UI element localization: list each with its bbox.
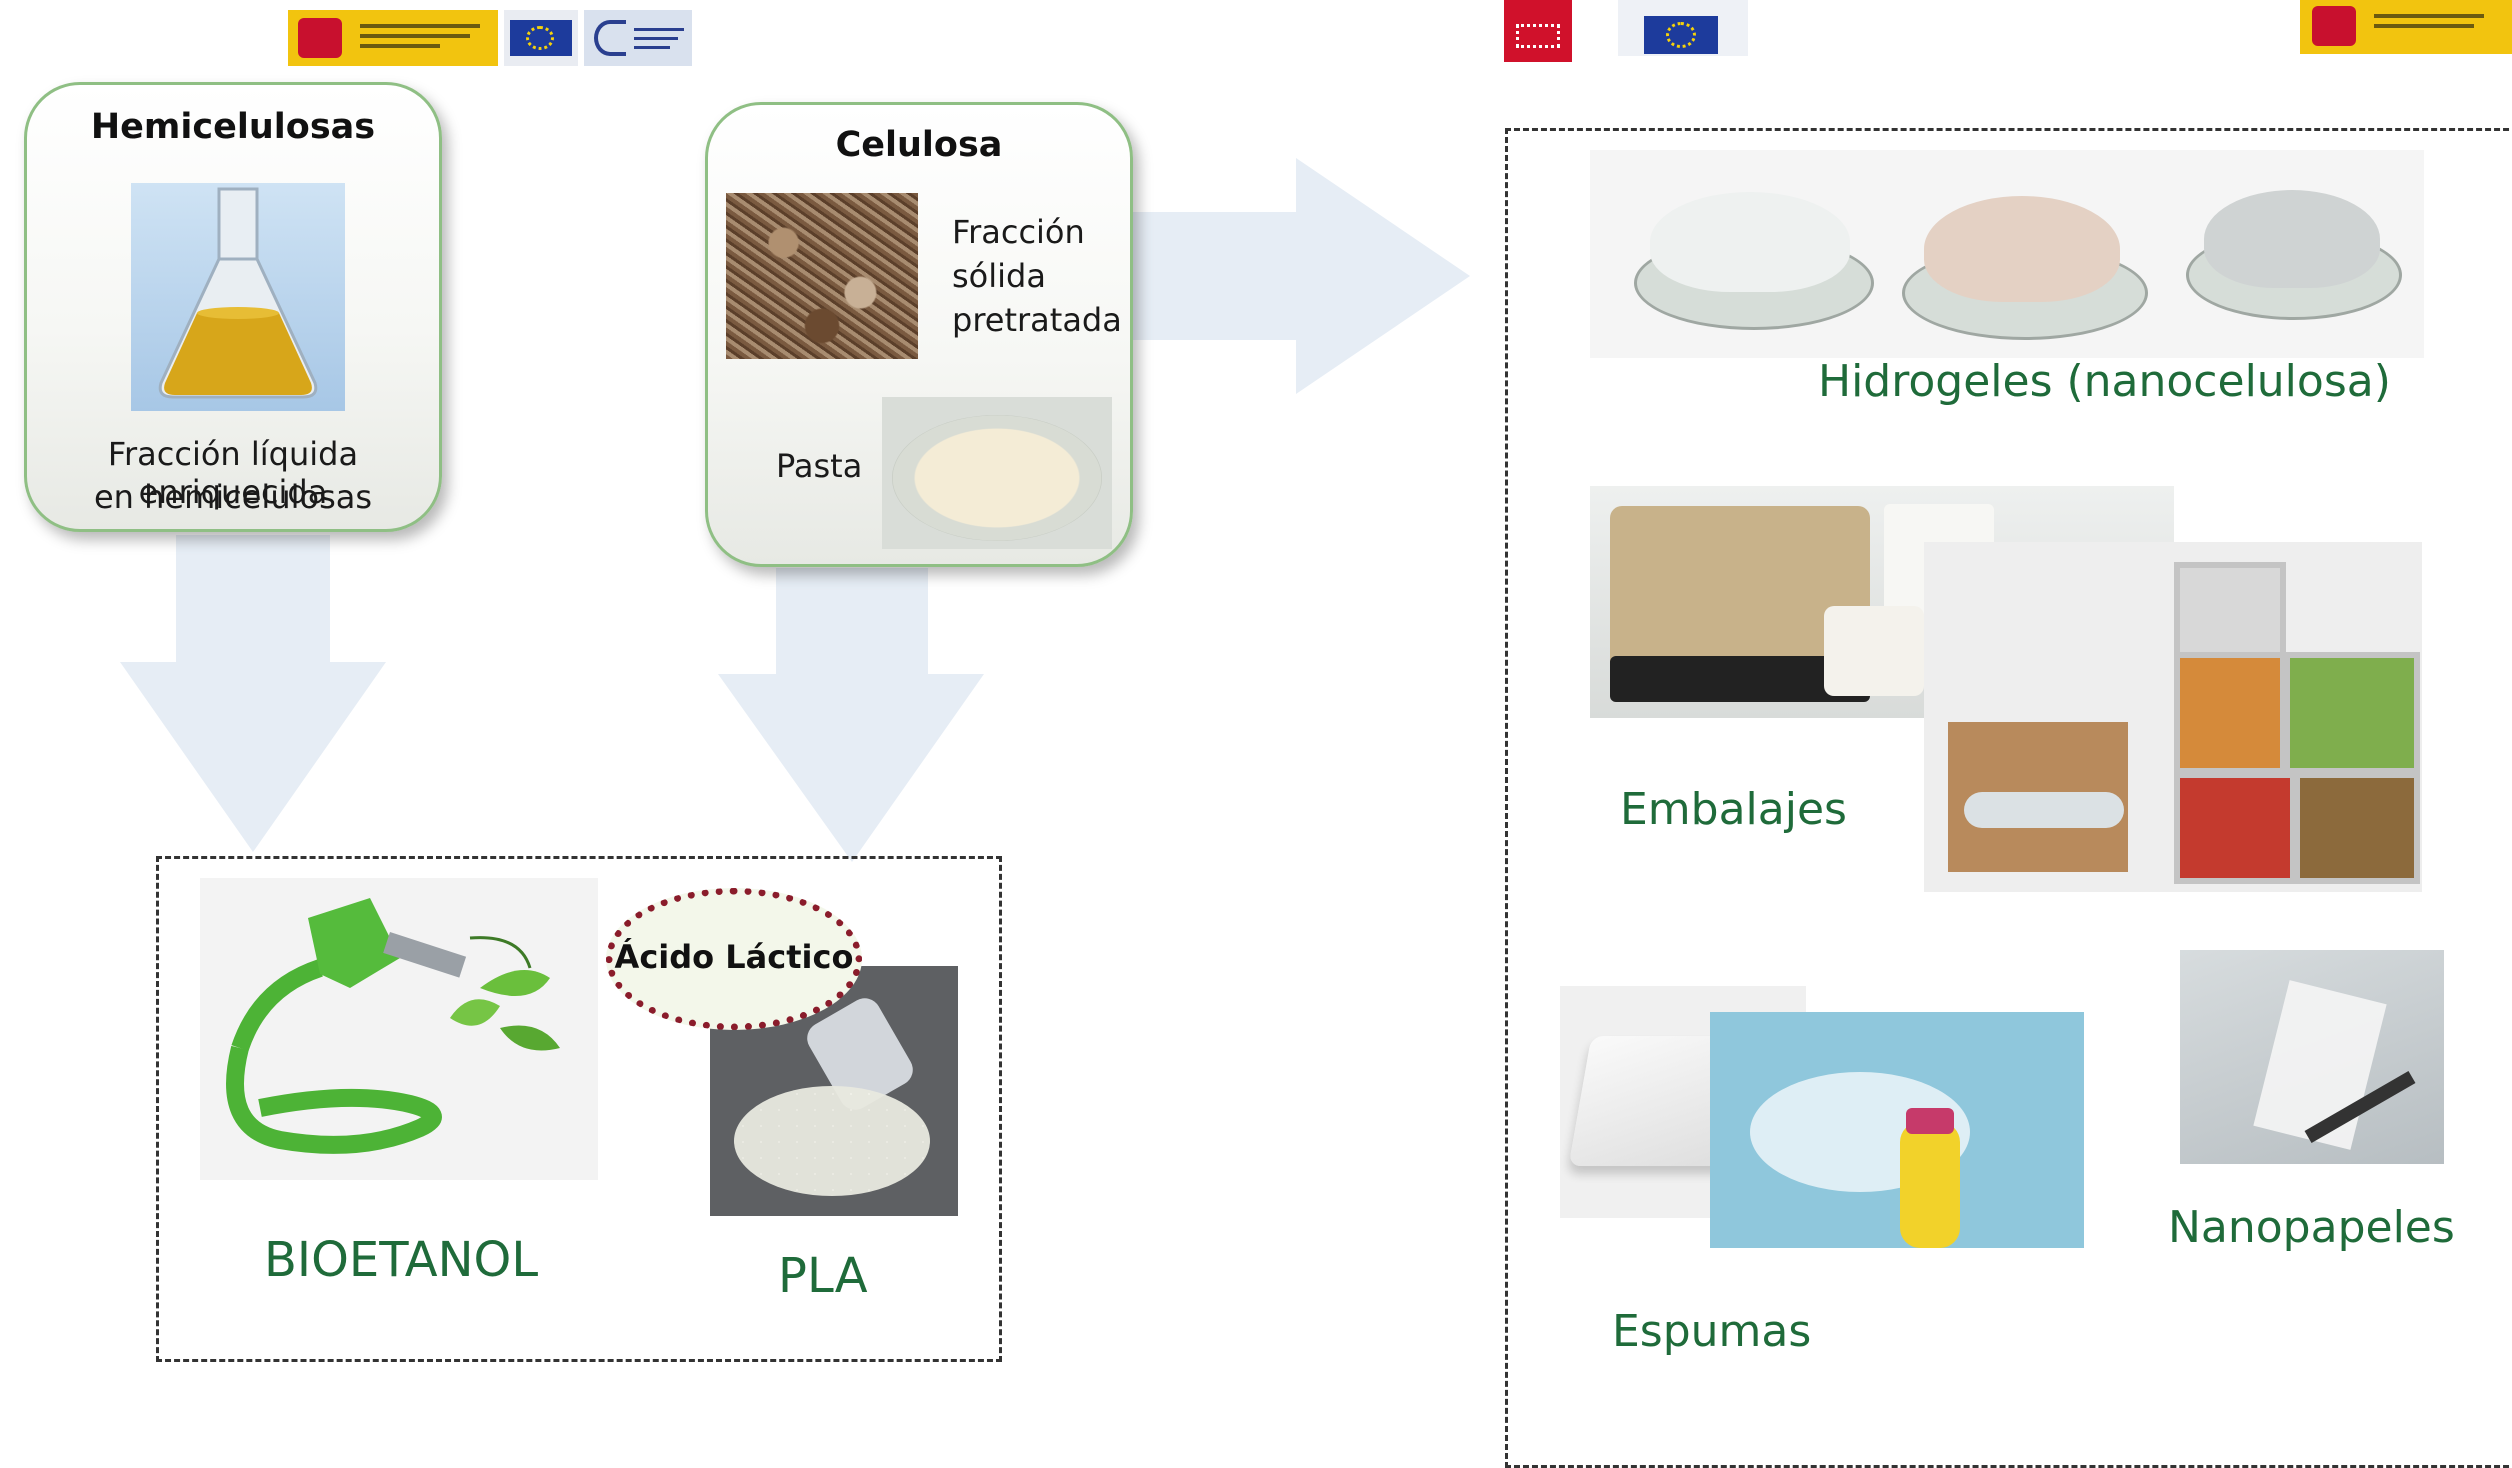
acido-lactico-bubble xyxy=(606,888,862,1030)
madrid-flag-icon xyxy=(1504,0,1572,62)
eu-flag-icon xyxy=(504,10,578,66)
arrow-right xyxy=(1130,158,1470,394)
pla-label: PLA xyxy=(778,1248,868,1304)
solid-fraction-label-3: pretratada xyxy=(952,301,1122,339)
left-products-box xyxy=(156,856,1002,1362)
bioetanol-photo xyxy=(200,878,598,1180)
espumas-photo-2 xyxy=(1710,1012,2084,1248)
solid-fraction-label-2: sólida xyxy=(952,257,1046,295)
spain-ministry-logo xyxy=(2300,0,2512,54)
celulosa-title: Celulosa xyxy=(835,125,1003,165)
flask-icon xyxy=(158,187,318,399)
flask-photo xyxy=(131,183,345,411)
solid-fraction-label-1: Fracción xyxy=(952,213,1085,251)
pasta-label: Pasta xyxy=(776,447,863,485)
embalajes-label: Embalajes xyxy=(1620,784,1847,835)
hidrogeles-label: Hidrogeles (nanocelulosa) xyxy=(1818,356,2391,407)
nanopapeles-photo xyxy=(2180,950,2444,1164)
hidrogeles-photo xyxy=(1590,150,2424,358)
acido-lactico-label: Ácido Láctico xyxy=(614,938,854,976)
pasta-photo xyxy=(882,397,1112,549)
arrow-down-right xyxy=(718,568,984,862)
hemicelulosas-card: Hemicelulosas Fracción líquida enriqueci… xyxy=(24,82,442,532)
logo-strip-left xyxy=(288,10,692,66)
hemicelulosas-caption-2: en hemicelulosas xyxy=(93,478,373,516)
embalajes-photo-2 xyxy=(1924,542,2422,892)
hemicelulosas-caption-1: Fracción líquida enriquecida xyxy=(107,435,359,511)
spain-ministry-logo xyxy=(288,10,498,66)
solid-fraction-photo xyxy=(726,193,918,359)
agency-logo xyxy=(584,10,692,66)
celulosa-card: Celulosa Fracción sólida pretratada Past… xyxy=(705,102,1133,567)
eu-flag-icon xyxy=(1618,0,1748,56)
hemicelulosas-title: Hemicelulosas xyxy=(90,107,376,147)
nanopapeles-label: Nanopapeles xyxy=(2168,1202,2455,1253)
arrow-down-left xyxy=(120,535,386,852)
fuel-nozzle-icon xyxy=(226,898,560,1154)
bioetanol-label: BIOETANOL xyxy=(264,1232,539,1288)
espumas-label: Espumas xyxy=(1612,1306,1812,1357)
